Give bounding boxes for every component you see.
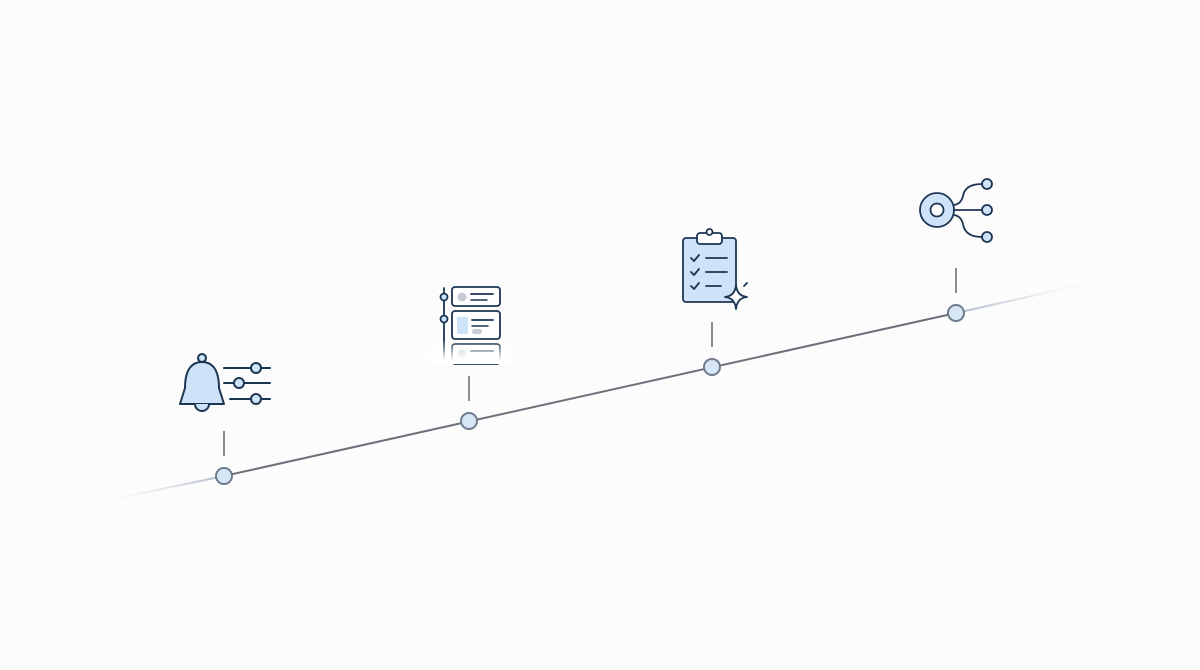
network-hub-icon: [919, 178, 993, 243]
timeline-node-3[interactable]: [703, 358, 721, 376]
timeline-node-4[interactable]: [947, 304, 965, 322]
clipboard-checklist-icon: [682, 228, 748, 310]
timeline-node-1[interactable]: [215, 467, 233, 485]
bell-settings-icon: [179, 353, 271, 412]
timeline-line-fade-right: [955, 277, 1113, 314]
timeline-line-fade-left: [84, 475, 225, 506]
timeline-line: [223, 312, 957, 477]
timeline-node-2[interactable]: [460, 412, 478, 430]
card-stack-icon: [430, 286, 510, 365]
